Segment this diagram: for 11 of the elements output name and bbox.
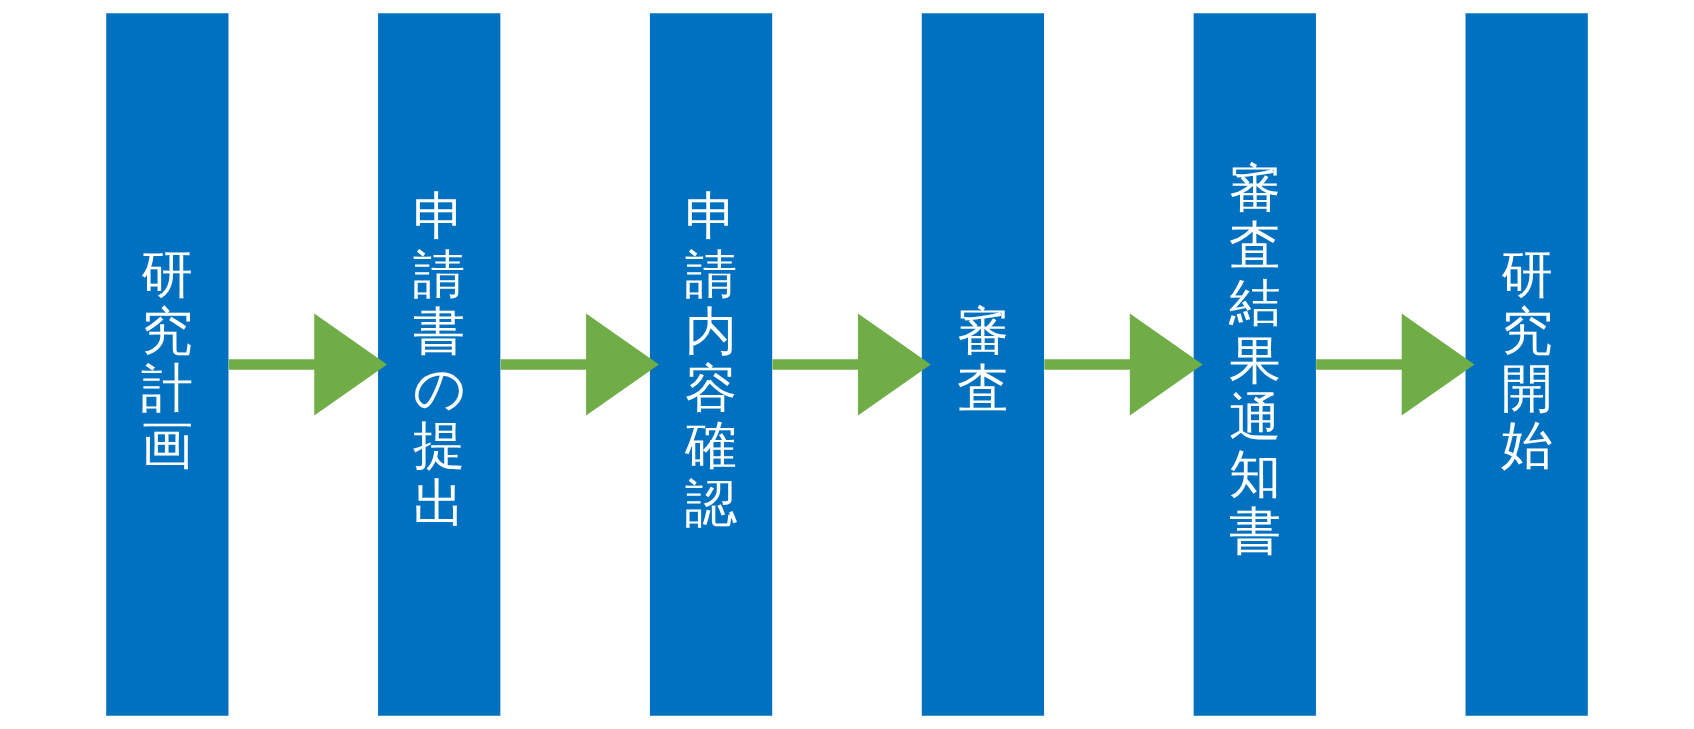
node-box: 審査 [921,13,1045,716]
arrow [1044,313,1203,416]
node-box: 研究開始 [1465,13,1588,716]
arrow [772,313,931,416]
node-box: 審査結果通知書 [1193,13,1316,716]
arrow [1316,313,1475,416]
node-box: 申請内容確認 [649,13,773,716]
arrow [228,313,388,416]
arrow [500,313,659,416]
node-box: 申請書の提出 [378,13,501,716]
node-box: 研究計画 [106,13,229,716]
